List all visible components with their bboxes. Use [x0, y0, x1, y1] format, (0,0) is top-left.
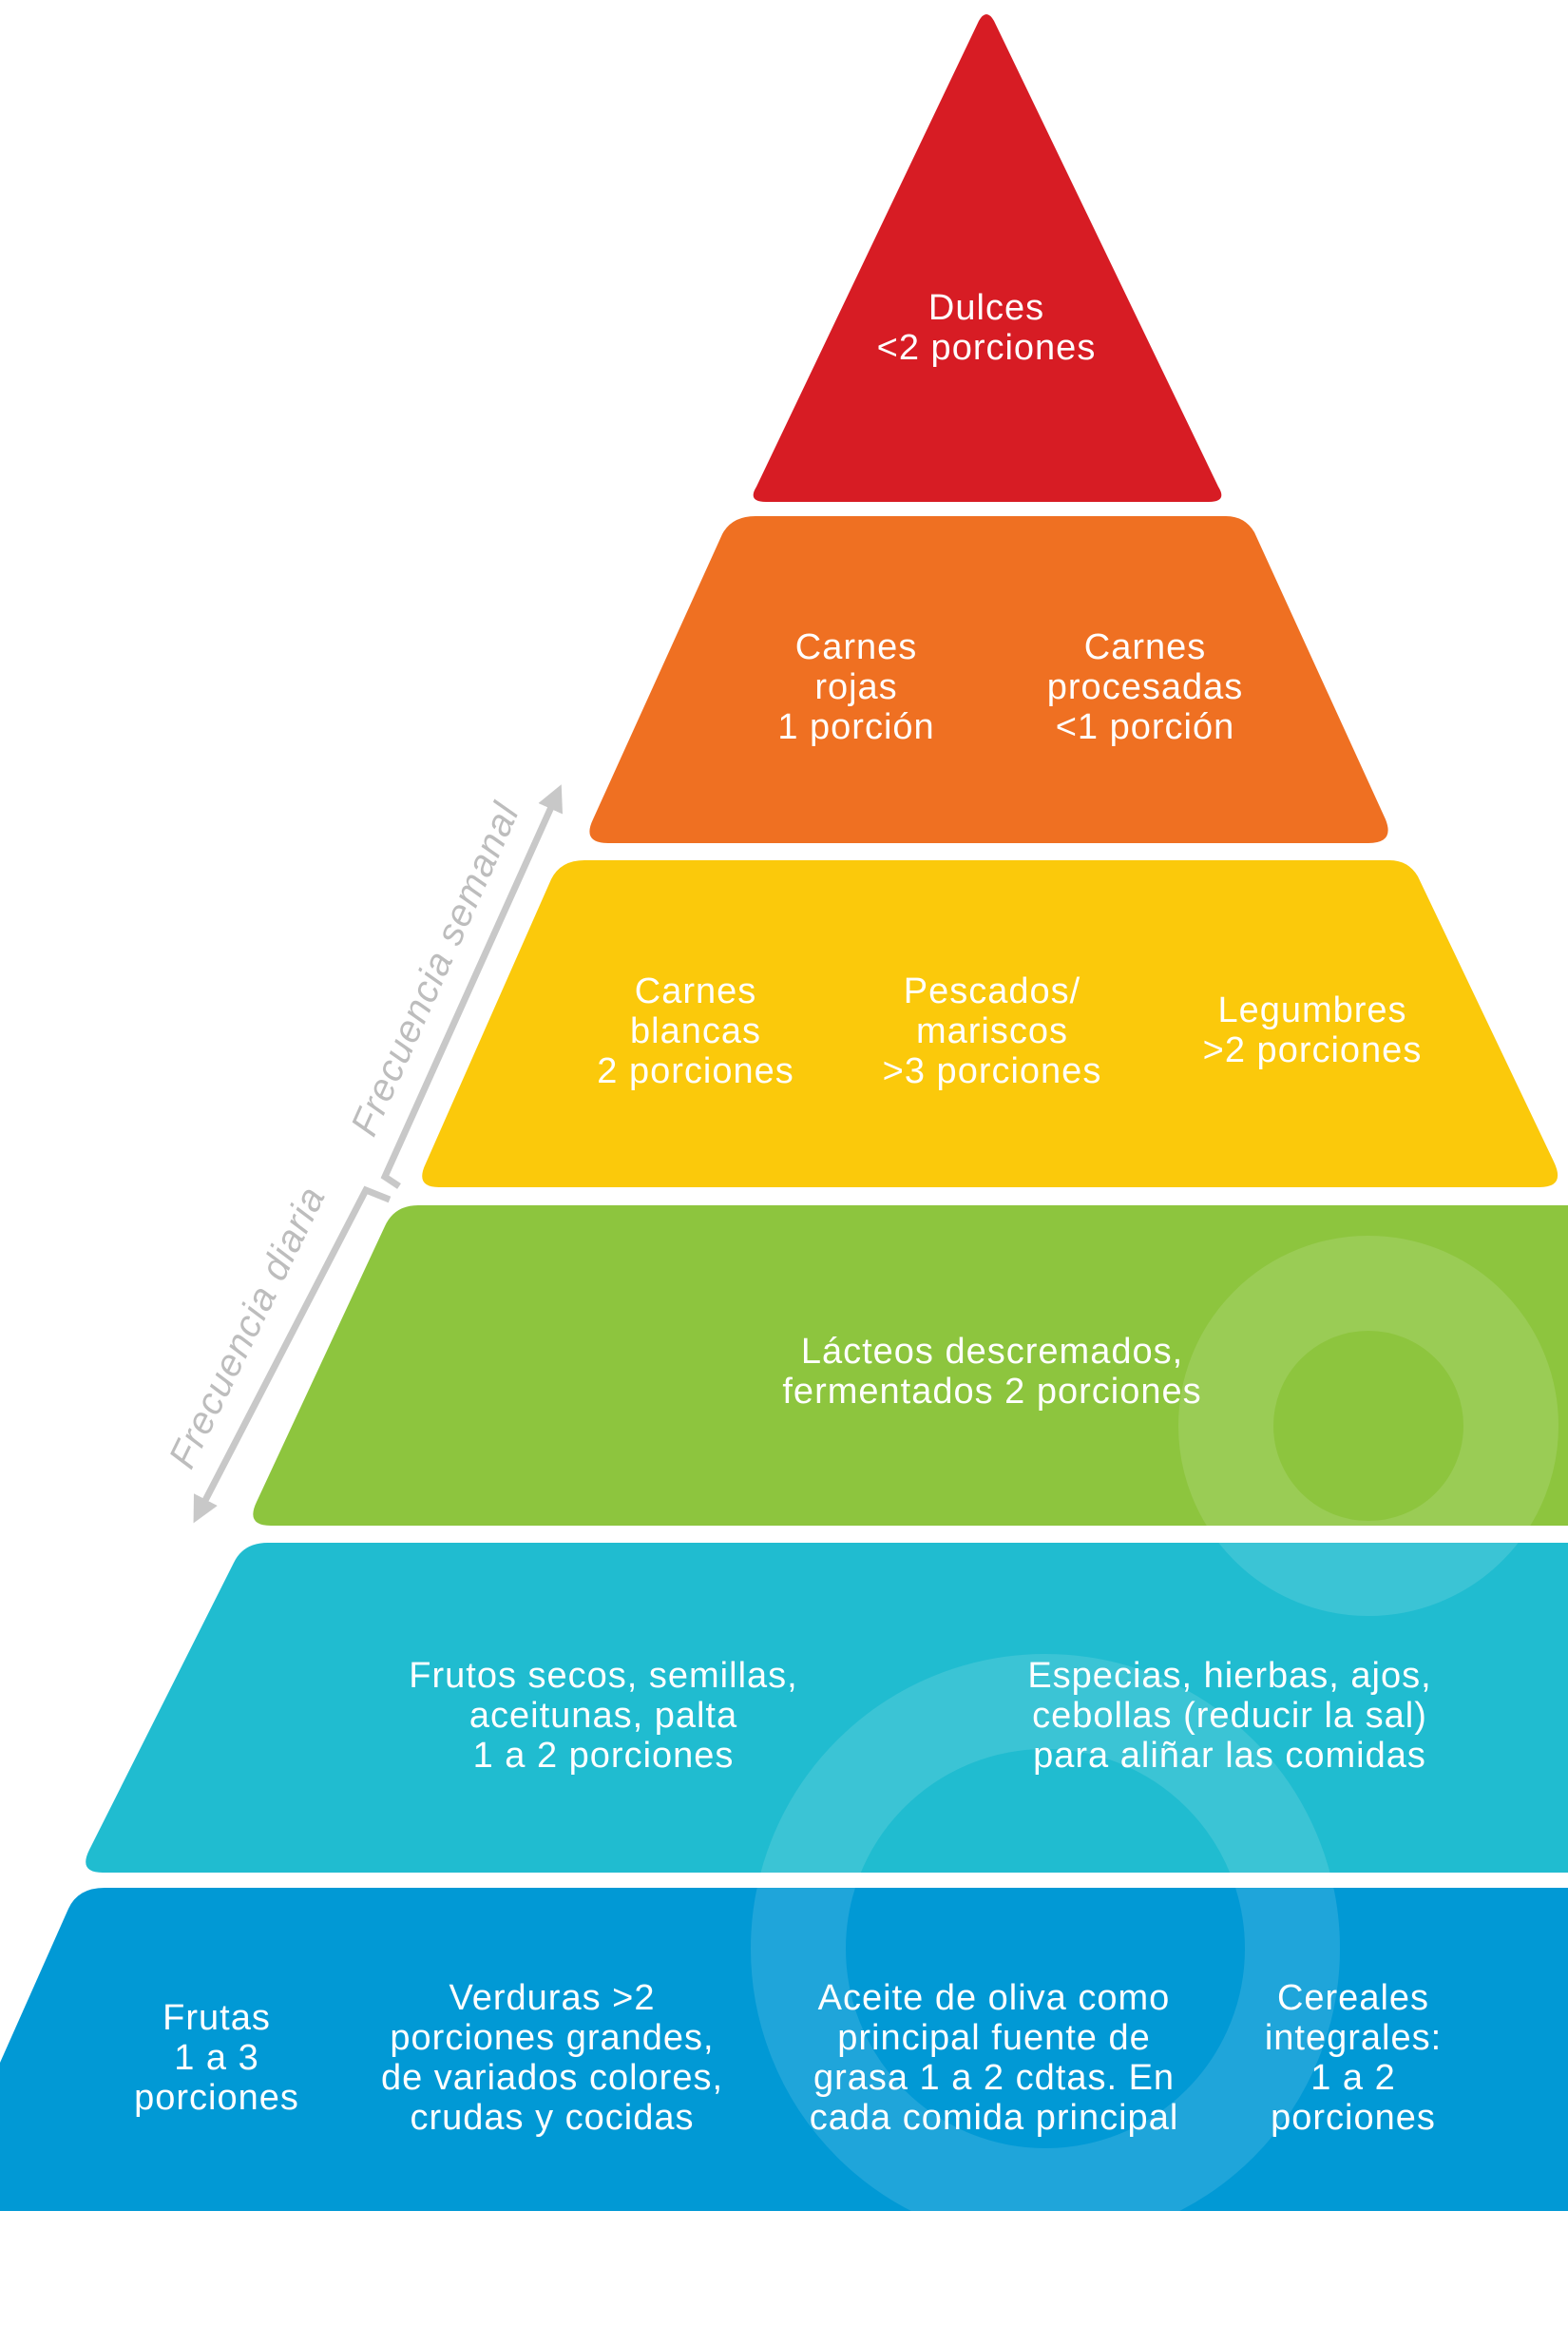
cyan-tier-label-2: Especias, hierbas, ajos,cebollas (reduci… — [1027, 1656, 1431, 1776]
tier-red-sweets — [753, 14, 1222, 502]
label-line: 1 a 2 porciones — [473, 1736, 735, 1776]
label-line: Carnes — [1084, 627, 1207, 667]
label-line: Frutas — [163, 1998, 271, 2038]
label-line: 1 porción — [777, 707, 934, 747]
green-tier-label-1: Lácteos descremados,fermentados 2 porcio… — [782, 1332, 1201, 1412]
daily-frequency-arrow — [193, 1185, 392, 1524]
label-line: principal fuente de — [837, 2018, 1151, 2058]
label-line: porciones — [1271, 2098, 1436, 2138]
label-line: Lácteos descremados, — [801, 1332, 1183, 1372]
label-line: blancas — [630, 1011, 761, 1051]
label-line: Pescados/ — [904, 971, 1080, 1011]
label-line: fermentados 2 porciones — [782, 1372, 1201, 1412]
label-line: 1 a 3 — [174, 2038, 259, 2078]
label-line: rojas — [814, 667, 897, 707]
label-line: Carnes — [635, 971, 757, 1011]
label-line: <1 porción — [1056, 707, 1235, 747]
tier-blue-base — [0, 1888, 1568, 2211]
label-line: <2 porciones — [877, 328, 1097, 368]
tier-orange-meats — [589, 516, 1388, 843]
label-line: porciones grandes, — [390, 2018, 714, 2058]
label-line: >2 porciones — [1203, 1030, 1423, 1070]
yellow-tier-label-3: Legumbres>2 porciones — [1203, 990, 1423, 1070]
tier-green-dairy — [253, 1205, 1568, 1526]
label-line: grasa 1 a 2 cdtas. En — [813, 2058, 1175, 2098]
label-line: cada comida principal — [810, 2098, 1179, 2138]
label-line: 2 porciones — [597, 1051, 794, 1091]
label-line: de variados colores, — [381, 2058, 723, 2098]
yellow-tier-label-2: Pescados/mariscos>3 porciones — [883, 971, 1102, 1091]
label-line: mariscos — [916, 1011, 1068, 1051]
label-line: Especias, hierbas, ajos, — [1027, 1656, 1431, 1696]
weekly-frequency-arrow — [380, 784, 564, 1189]
label-line: procesadas — [1047, 667, 1243, 707]
label-line: Frutos secos, semillas, — [409, 1656, 797, 1696]
label-line: cebollas (reducir la sal) — [1032, 1696, 1427, 1736]
label-line: Legumbres — [1217, 990, 1406, 1030]
label-line: crudas y cocidas — [410, 2098, 694, 2138]
tier-cyan-nuts-spices — [86, 1543, 1568, 1873]
label-line: Carnes — [795, 627, 918, 667]
label-line: porciones — [134, 2078, 299, 2118]
label-line: Cereales — [1277, 1978, 1429, 2018]
label-line: 1 a 2 — [1310, 2058, 1396, 2098]
red-tier-label-1: Dulces<2 porciones — [877, 288, 1097, 368]
label-line: integrales: — [1265, 2018, 1442, 2058]
tier-yellow-proteins — [422, 860, 1558, 1187]
label-line: aceitunas, palta — [469, 1696, 737, 1736]
label-line: Verduras >2 — [449, 1978, 656, 2018]
label-line: Aceite de oliva como — [818, 1978, 1171, 2018]
label-line: Dulces — [928, 288, 1044, 328]
watermark-logo — [751, 1236, 1558, 2243]
label-line: para aliñar las comidas — [1033, 1736, 1426, 1776]
label-line: >3 porciones — [883, 1051, 1102, 1091]
